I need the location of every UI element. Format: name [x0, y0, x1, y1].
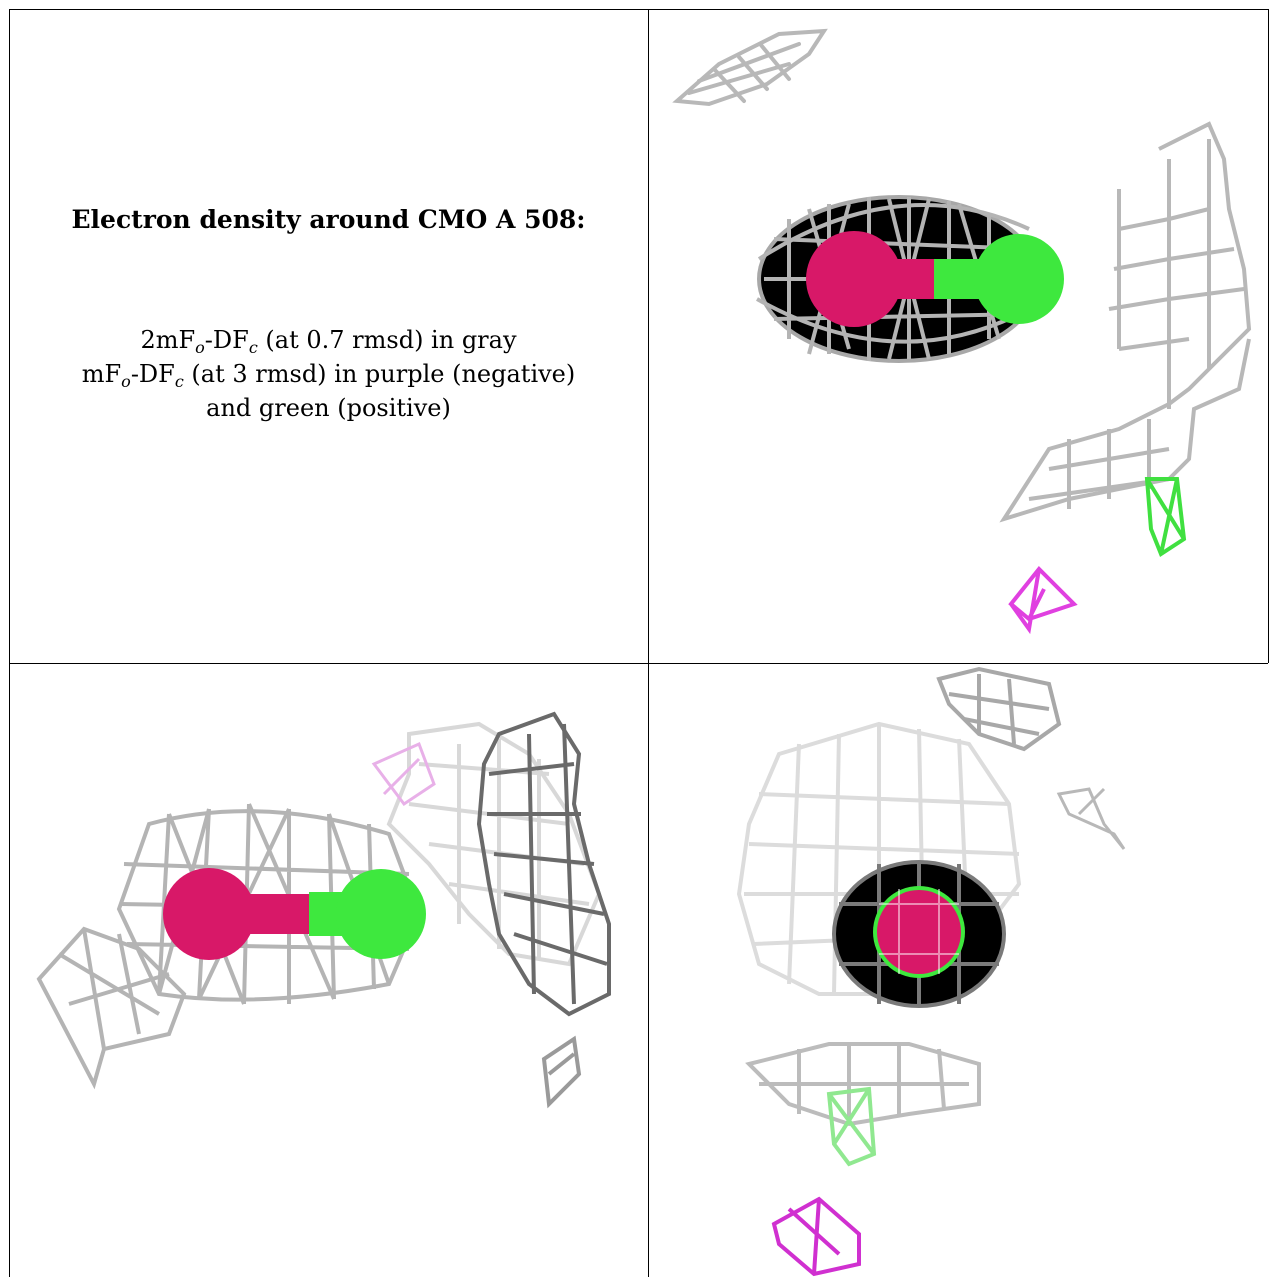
density-view-3-image — [736, 666, 1126, 1277]
green-mesh-positive — [826, 1086, 877, 1167]
density-view-1 — [649, 9, 1268, 663]
caption-line-positive: and green (positive) — [206, 394, 451, 422]
gray-mesh-lower-ridge — [745, 1042, 981, 1127]
density-view-2 — [9, 664, 648, 1277]
co-molecule-end-on — [873, 886, 965, 978]
caption-panel: Electron density around CMO A 508: 2mFo-… — [9, 9, 648, 663]
border-right — [1268, 9, 1269, 663]
purple-mesh-negative — [771, 1196, 861, 1277]
co-molecule — [163, 868, 426, 960]
gray-mesh-fragment-top — [672, 28, 828, 107]
gray-mesh-left-fragment — [36, 926, 187, 1090]
purple-mesh-negative — [1008, 566, 1078, 635]
divider-vertical — [648, 9, 649, 1277]
caption-title: Electron density around CMO A 508: — [71, 205, 586, 234]
purple-mesh-faint — [371, 741, 436, 807]
gray-mesh-small-right — [1056, 787, 1126, 850]
oxygen-atom — [877, 890, 961, 974]
border-left — [9, 9, 10, 1277]
caption-body: 2mFo-DFc (at 0.7 rmsd) in gray mFo-DFc (… — [9, 323, 648, 425]
density-view-1-image — [672, 28, 1252, 635]
gray-mesh-fragment-top — [936, 666, 1062, 752]
divider-horizontal — [9, 663, 1268, 664]
density-view-2-image — [36, 711, 611, 1109]
density-view-3 — [649, 664, 1268, 1277]
caption-line-fofc: mFo-DFc (at 3 rmsd) in purple (negative) — [81, 360, 576, 391]
carbon-atom — [974, 234, 1064, 324]
gray-mesh-right-ridge — [999, 121, 1252, 523]
ligand-mesh-overlay — [879, 889, 959, 974]
gray-mesh-small-fragment — [541, 1035, 582, 1109]
green-mesh-positive — [1144, 477, 1187, 558]
carbon-atom — [336, 869, 426, 959]
border-top — [9, 9, 1268, 10]
caption-line-2fofc: 2mFo-DFc (at 0.7 rmsd) in gray — [140, 326, 517, 357]
co-molecule — [806, 231, 1064, 327]
gray-mesh-dark-ridge — [476, 711, 611, 1017]
